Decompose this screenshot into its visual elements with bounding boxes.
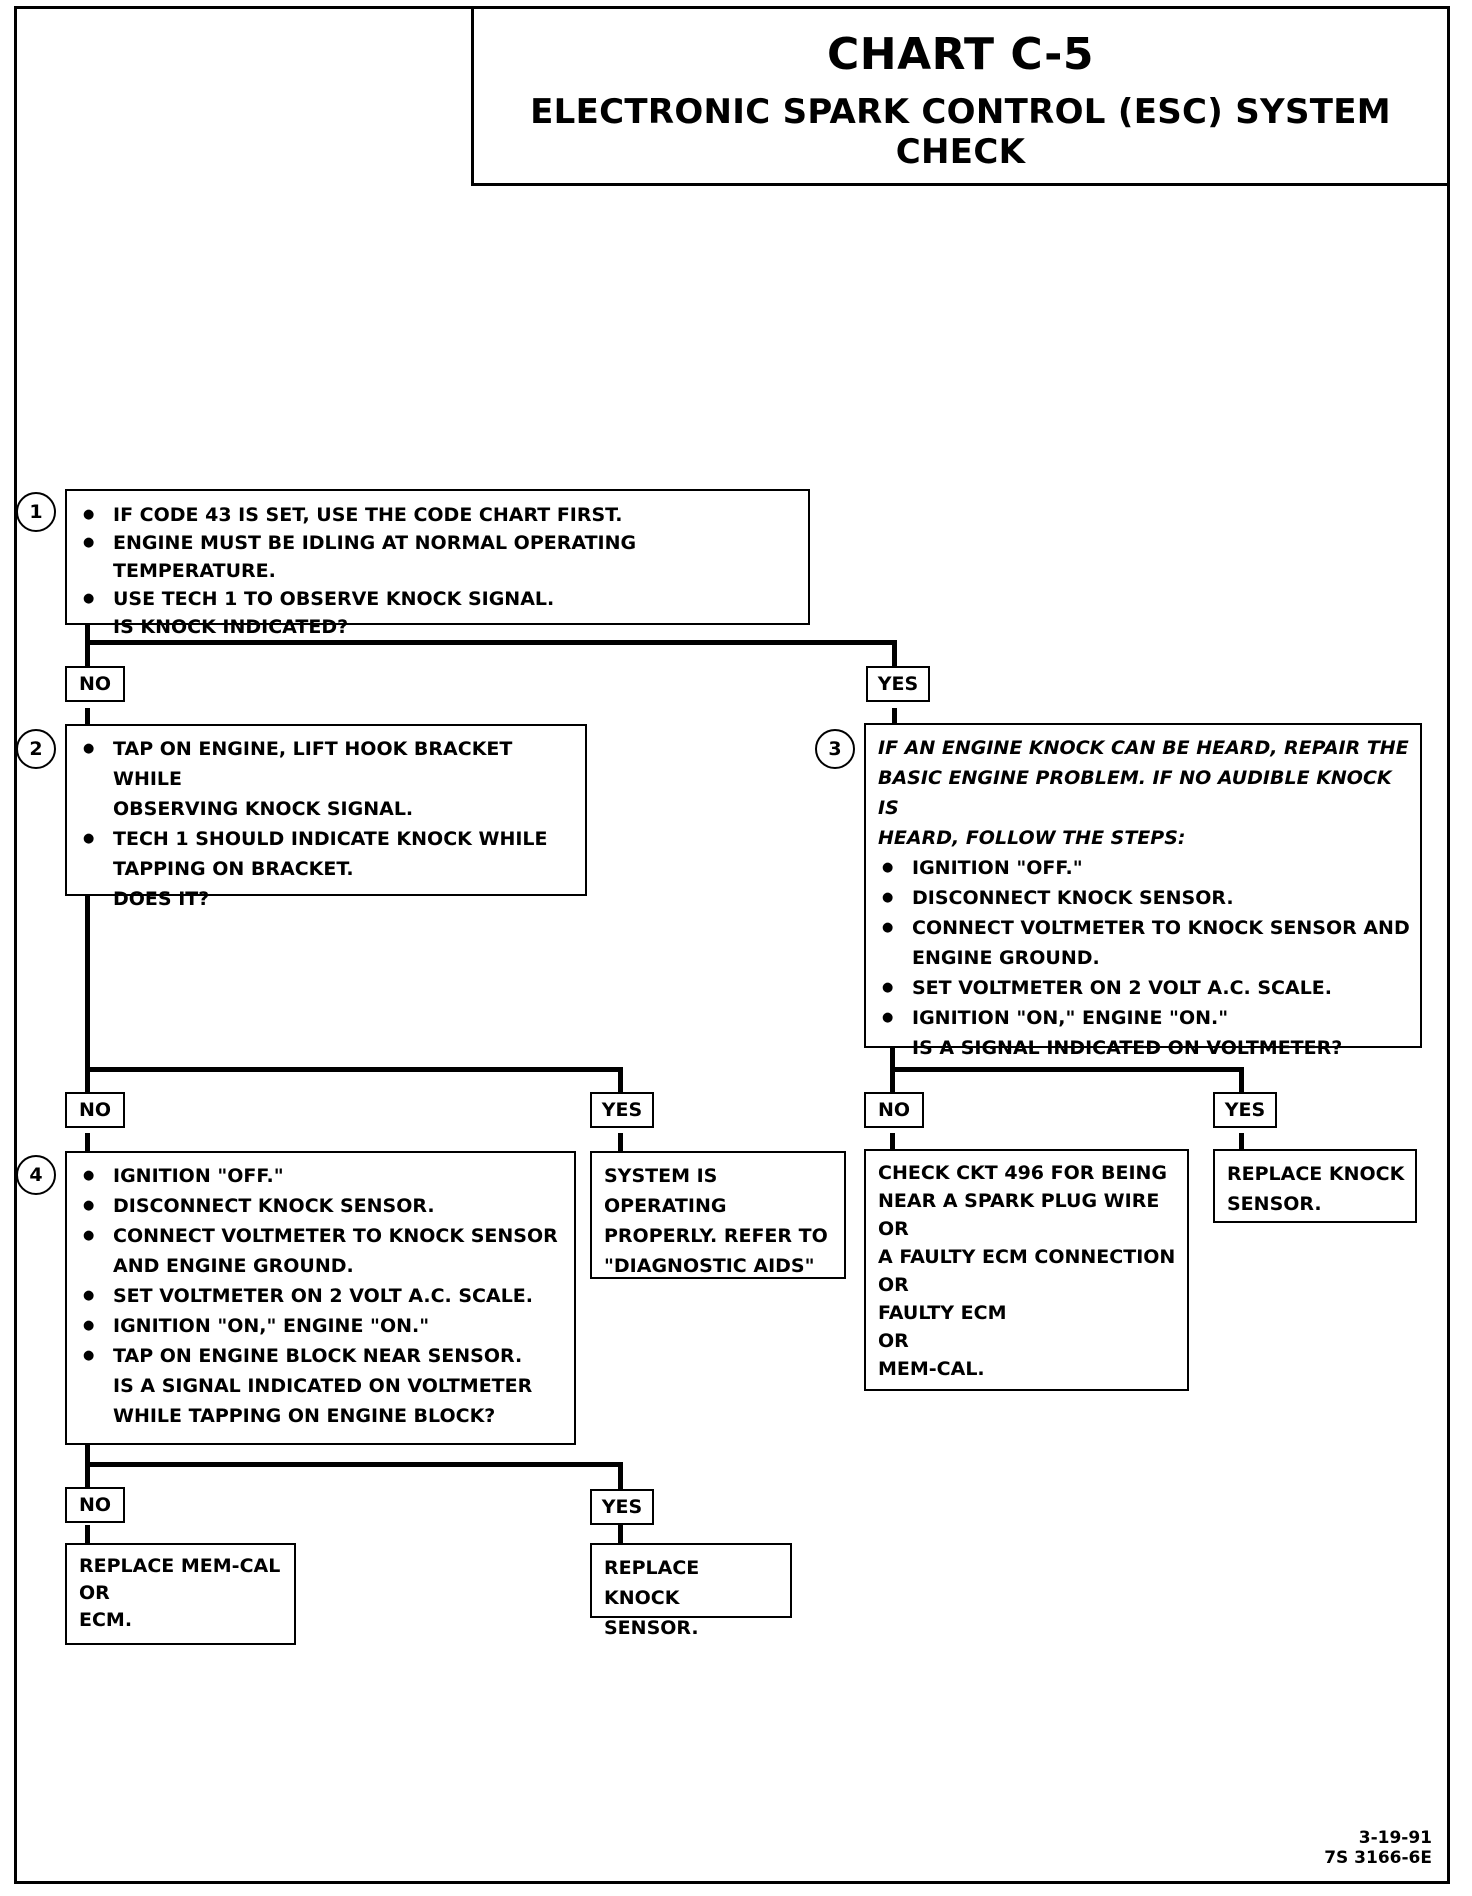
- result-replace-knock-sensor: REPLACE KNOCK SENSOR.: [590, 1543, 792, 1639]
- result-replace-knock-sensor: REPLACE KNOCK SENSOR.: [1213, 1149, 1417, 1223]
- footer-date: 3-19-91: [1358, 1828, 1432, 1848]
- step-number-3: 3: [815, 729, 855, 769]
- connector: [890, 1067, 1244, 1072]
- step-3-bullet: IGNITION "ON," ENGINE "ON.": [878, 1003, 1410, 1033]
- chart-subtitle: ELECTRONIC SPARK CONTROL (ESC) SYSTEM CH…: [530, 92, 1391, 172]
- step-1-bullet: IF CODE 43 IS SET, USE THE CODE CHART FI…: [79, 501, 798, 529]
- connector: [85, 622, 90, 672]
- result-check-ckt-496: CHECK CKT 496 FOR BEING NEAR A SPARK PLU…: [864, 1149, 1189, 1391]
- connector: [890, 1133, 895, 1151]
- step-2-box: TAP ON ENGINE, LIFT HOOK BRACKET WHILEOB…: [65, 724, 587, 910]
- connector: [890, 1047, 895, 1097]
- step-number-2: 2: [16, 729, 56, 769]
- step-1-box: IF CODE 43 IS SET, USE THE CODE CHART FI…: [65, 489, 810, 638]
- result-system-ok: SYSTEM IS OPERATING PROPERLY. REFER TO "…: [590, 1151, 846, 1279]
- connector: [618, 1462, 623, 1490]
- branch-yes-label: YES: [590, 1092, 654, 1128]
- connector: [1239, 1133, 1244, 1151]
- footer-code: 7S 3166-6E: [1324, 1848, 1432, 1868]
- branch-no-label: NO: [864, 1092, 924, 1128]
- connector: [85, 640, 897, 645]
- title-box: CHART C-5 ELECTRONIC SPARK CONTROL (ESC)…: [471, 6, 1450, 186]
- connector: [1239, 1067, 1244, 1097]
- connector: [618, 1067, 623, 1097]
- step-2-bullet: TAP ON ENGINE, LIFT HOOK BRACKET WHILEOB…: [79, 734, 575, 824]
- step-3-bullet: CONNECT VOLTMETER TO KNOCK SENSOR ANDENG…: [878, 913, 1410, 973]
- step-1-bullet: USE TECH 1 TO OBSERVE KNOCK SIGNAL.: [79, 585, 798, 613]
- step-3-bullet: DISCONNECT KNOCK SENSOR.: [878, 883, 1410, 913]
- connector: [85, 895, 90, 1097]
- step-3-bullet: SET VOLTMETER ON 2 VOLT A.C. SCALE.: [878, 973, 1410, 1003]
- connector: [892, 708, 897, 726]
- branch-yes-label: YES: [1213, 1092, 1277, 1128]
- step-4-question: IS A SIGNAL INDICATED ON VOLTMETER WHILE…: [113, 1375, 533, 1427]
- result-replace-mem-cal: REPLACE MEM-CAL OR ECM.: [65, 1543, 296, 1645]
- step-number-4: 4: [16, 1155, 56, 1195]
- step-4-bullet: IGNITION "OFF.": [79, 1161, 564, 1191]
- connector: [85, 1133, 90, 1153]
- step-4-bullet: IGNITION "ON," ENGINE "ON.": [79, 1311, 564, 1341]
- connector: [85, 1525, 90, 1545]
- step-4-box: IGNITION "OFF." DISCONNECT KNOCK SENSOR.…: [65, 1151, 576, 1445]
- footer: 3-19-91 7S 3166-6E: [1324, 1828, 1432, 1868]
- branch-no-label: NO: [65, 1487, 125, 1523]
- step-number-1: 1: [16, 492, 56, 532]
- step-3-intro: IF AN ENGINE KNOCK CAN BE HEARD, REPAIR …: [878, 737, 1409, 849]
- connector: [892, 640, 897, 672]
- step-2-bullet: TECH 1 SHOULD INDICATE KNOCK WHILETAPPIN…: [79, 824, 575, 884]
- branch-no-label: NO: [65, 1092, 125, 1128]
- step-3-box: IF AN ENGINE KNOCK CAN BE HEARD, REPAIR …: [864, 723, 1422, 1059]
- connector: [618, 1133, 623, 1153]
- connector: [85, 1067, 623, 1072]
- connector: [85, 708, 90, 726]
- step-4-bullet: DISCONNECT KNOCK SENSOR.: [79, 1191, 564, 1221]
- connector: [85, 1462, 623, 1467]
- branch-yes-label: YES: [866, 666, 930, 702]
- chart-title: CHART C-5: [826, 29, 1095, 80]
- branch-yes-label: YES: [590, 1489, 654, 1525]
- step-1-question: IS KNOCK INDICATED?: [113, 616, 349, 638]
- step-1-bullet: ENGINE MUST BE IDLING AT NORMAL OPERATIN…: [79, 529, 798, 585]
- connector: [618, 1525, 623, 1545]
- step-4-bullet: SET VOLTMETER ON 2 VOLT A.C. SCALE.: [79, 1281, 564, 1311]
- step-3-bullet: IGNITION "OFF.": [878, 853, 1410, 883]
- step-3-question: IS A SIGNAL INDICATED ON VOLTMETER?: [912, 1037, 1343, 1059]
- branch-no-label: NO: [65, 666, 125, 702]
- step-4-bullet: TAP ON ENGINE BLOCK NEAR SENSOR.: [79, 1341, 564, 1371]
- step-2-question: DOES IT?: [113, 888, 210, 910]
